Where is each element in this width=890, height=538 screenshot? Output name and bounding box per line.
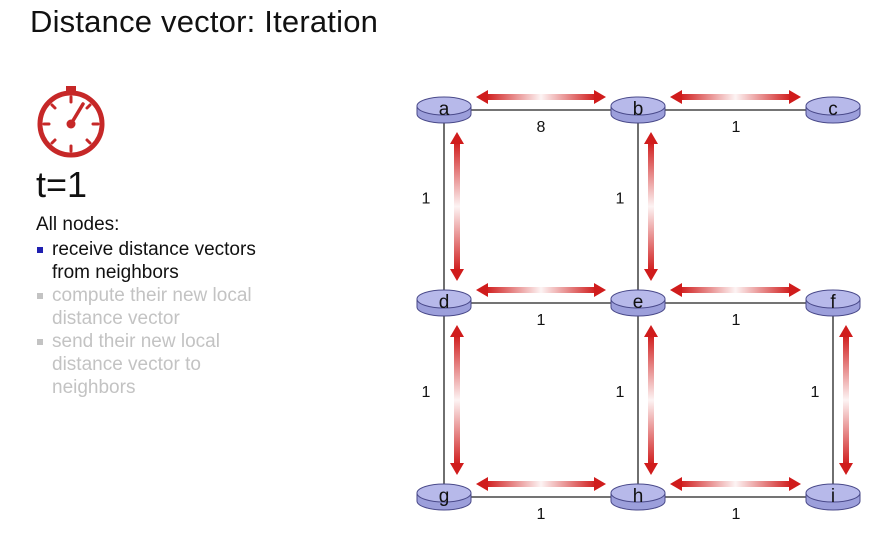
link-cost-label: 1 bbox=[616, 384, 625, 401]
node-label: i bbox=[831, 486, 835, 507]
step-text: send their new local distance vector to … bbox=[52, 331, 220, 398]
step-list: receive distance vectors from neighbors … bbox=[36, 238, 256, 399]
update-arrow-e-f bbox=[670, 283, 801, 297]
router-node-d: d bbox=[416, 289, 472, 317]
node-label: d bbox=[439, 292, 450, 313]
node-label: e bbox=[633, 292, 644, 313]
update-arrow-d-e bbox=[476, 283, 606, 297]
time-step-label: t=1 bbox=[36, 164, 88, 205]
update-arrow-a-b bbox=[476, 90, 606, 104]
node-label: g bbox=[439, 486, 450, 507]
bullet-icon bbox=[37, 339, 43, 345]
link-cost-label: 1 bbox=[422, 384, 431, 401]
bullet-icon bbox=[37, 247, 43, 253]
update-arrow-e-h bbox=[644, 325, 658, 475]
link-cost-label: 1 bbox=[732, 119, 741, 136]
router-node-h: h bbox=[610, 483, 666, 511]
step-item: send their new local distance vector to … bbox=[36, 330, 256, 399]
update-arrow-a-d bbox=[450, 132, 464, 281]
link-cost-label: 1 bbox=[732, 312, 741, 329]
step-text: compute their new local distance vector bbox=[52, 285, 252, 329]
router-node-i: i bbox=[805, 483, 861, 511]
router-node-e: e bbox=[610, 289, 666, 317]
link-cost-label: 1 bbox=[811, 384, 820, 401]
node-label: f bbox=[830, 292, 836, 313]
step-item: receive distance vectors from neighbors bbox=[36, 238, 256, 284]
link-cost-label: 1 bbox=[616, 191, 625, 208]
router-node-b: b bbox=[610, 96, 666, 124]
update-arrow-f-i bbox=[839, 325, 853, 475]
link-cost-label: 8 bbox=[537, 119, 546, 136]
bullet-icon bbox=[37, 293, 43, 299]
node-label: b bbox=[633, 99, 644, 120]
link-cost-label: 1 bbox=[537, 506, 546, 523]
update-arrow-b-e bbox=[644, 132, 658, 281]
node-label: a bbox=[439, 99, 450, 120]
update-arrow-h-i bbox=[670, 477, 801, 491]
link-cost-label: 1 bbox=[732, 506, 741, 523]
link-cost-label: 1 bbox=[537, 312, 546, 329]
node-label: h bbox=[633, 486, 644, 507]
update-arrow-b-c bbox=[670, 90, 801, 104]
update-arrow-g-h bbox=[476, 477, 606, 491]
update-arrow-d-g bbox=[450, 325, 464, 475]
router-node-a: a bbox=[416, 96, 472, 124]
router-node-c: c bbox=[805, 96, 861, 124]
link-cost-label: 1 bbox=[422, 191, 431, 208]
intro-text: All nodes: bbox=[36, 214, 120, 235]
router-node-g: g bbox=[416, 483, 472, 511]
step-text: receive distance vectors from neighbors bbox=[52, 239, 256, 283]
slide-title: Distance vector: Iteration bbox=[30, 4, 379, 39]
node-label: c bbox=[828, 99, 838, 120]
router-node-f: f bbox=[805, 289, 861, 317]
stopwatch-icon bbox=[37, 86, 105, 158]
step-item: compute their new local distance vector bbox=[36, 284, 256, 330]
